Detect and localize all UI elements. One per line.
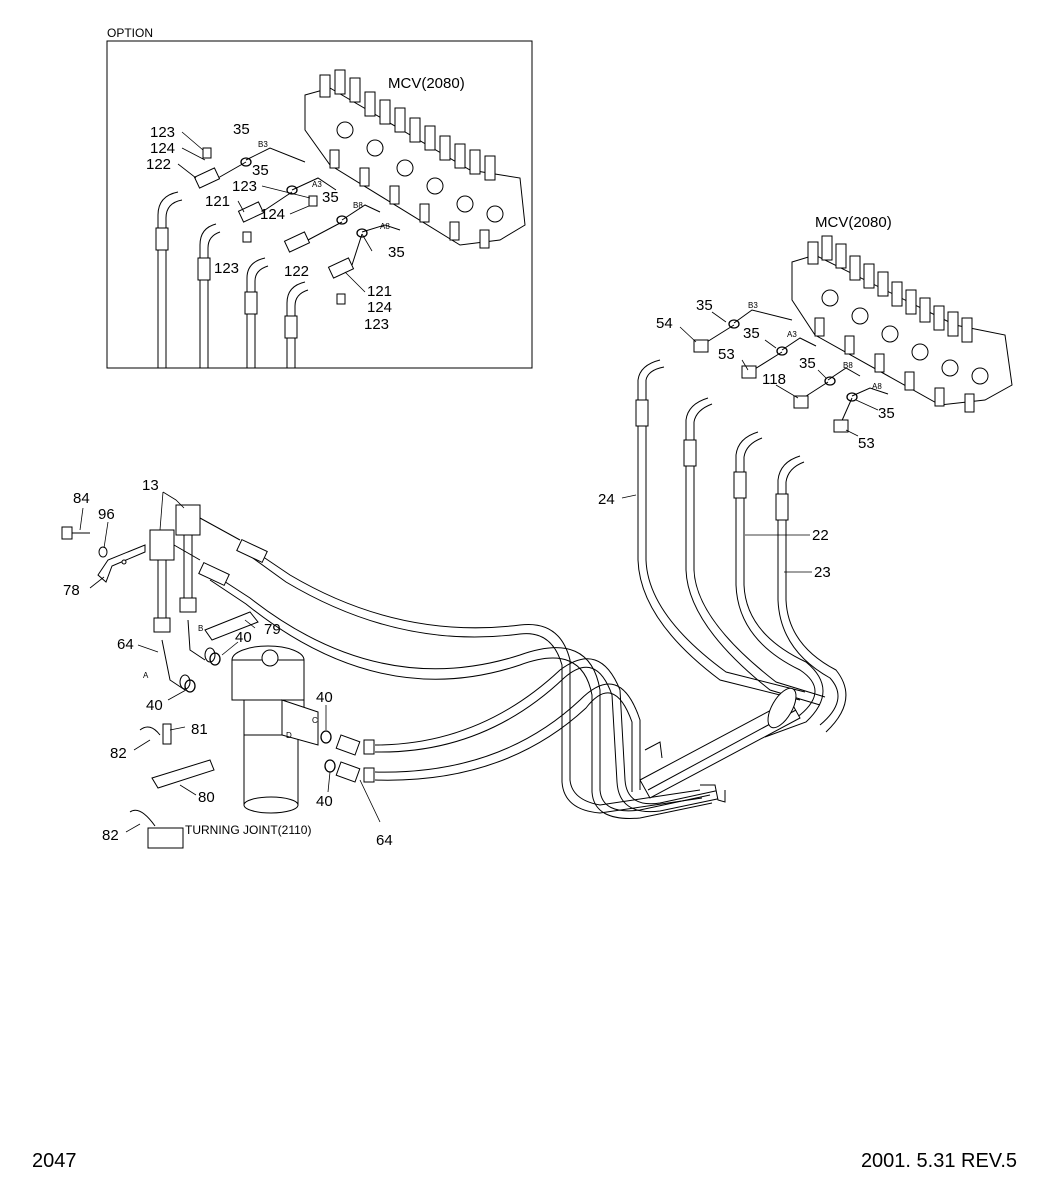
part-35-a: 35 xyxy=(233,121,250,138)
part-121-b: 121 xyxy=(367,283,392,300)
plate-79 xyxy=(204,611,259,641)
mcv-valve-main xyxy=(791,235,1013,413)
part-40-a: 40 xyxy=(235,629,252,646)
part-84: 84 xyxy=(73,490,90,507)
turning-joint xyxy=(231,645,319,814)
part-35-f: 35 xyxy=(743,325,760,342)
part-123-d: 123 xyxy=(364,316,389,333)
part-13: 13 xyxy=(142,477,159,494)
part-23: 23 xyxy=(814,564,831,581)
part-35-h: 35 xyxy=(878,405,895,422)
elbows-64-right xyxy=(335,734,375,783)
part-64-b: 64 xyxy=(376,832,393,849)
part-40-d: 40 xyxy=(316,793,333,810)
mcv-label-main: MCV(2080) xyxy=(815,214,892,231)
part-35-b: 35 xyxy=(252,162,269,179)
option-title: OPTION xyxy=(107,26,153,40)
part-96: 96 xyxy=(98,506,115,523)
inset-callout-leaders xyxy=(177,131,373,293)
bracket-78 xyxy=(97,544,146,583)
part-118: 118 xyxy=(762,371,786,388)
left-pipes xyxy=(149,504,241,691)
brackets-lower xyxy=(129,723,215,849)
part-123-b: 123 xyxy=(232,178,257,195)
option-inset: OPTION MCV(2080) xyxy=(106,26,533,369)
part-35-c: 35 xyxy=(322,189,339,206)
date-revision: 2001. 5.31 REV.5 xyxy=(860,1150,1017,1172)
port-a8-inset: A8 xyxy=(380,222,390,231)
port-d-label: D xyxy=(286,731,292,740)
part-35-d: 35 xyxy=(388,244,405,261)
part-80: 80 xyxy=(198,789,215,806)
part-35-e: 35 xyxy=(696,297,713,314)
part-53-b: 53 xyxy=(858,435,875,452)
port-b3-inset: B3 xyxy=(258,140,268,149)
mcv-label-inset: MCV(2080) xyxy=(388,75,465,92)
fittings-main xyxy=(693,339,849,433)
part-124-b: 124 xyxy=(260,206,285,223)
part-40-c: 40 xyxy=(316,689,333,706)
part-81: 81 xyxy=(191,721,208,738)
part-79: 79 xyxy=(264,621,281,638)
hoses-inset xyxy=(155,191,309,368)
part-82-a: 82 xyxy=(110,745,127,762)
port-a3-main: A3 xyxy=(787,330,797,339)
part-82-b: 82 xyxy=(102,827,119,844)
fittings-inset xyxy=(193,147,355,305)
port-b-label: B xyxy=(198,624,203,633)
part-123-a: 123 xyxy=(150,124,175,141)
part-54: 54 xyxy=(656,315,673,332)
mcv-valve-inset xyxy=(304,69,526,249)
part-122-a: 122 xyxy=(146,156,171,173)
inset-port-leaders xyxy=(217,147,401,266)
port-a-label: A xyxy=(143,671,149,680)
port-b8-main: B8 xyxy=(843,361,853,370)
part-22: 22 xyxy=(812,527,829,544)
port-a3-inset: A3 xyxy=(312,180,322,189)
main-hoses xyxy=(198,359,847,819)
hose-clamp-bracket xyxy=(639,687,801,803)
port-b3-main: B3 xyxy=(748,301,758,310)
part-35-g: 35 xyxy=(799,355,816,372)
port-c-label: C xyxy=(312,716,318,725)
port-b8-inset: B8 xyxy=(353,201,363,210)
washer-96 xyxy=(98,546,108,558)
port-a8-main: A8 xyxy=(872,382,882,391)
page-number: 2047 xyxy=(32,1150,77,1172)
bolt-84 xyxy=(61,526,90,540)
part-124-a: 124 xyxy=(150,140,175,157)
o-rings-main xyxy=(728,319,858,402)
o-rings-inset xyxy=(240,157,368,238)
part-40-b: 40 xyxy=(146,697,163,714)
main-callout-leaders xyxy=(79,311,879,833)
part-123-c: 123 xyxy=(214,260,239,277)
part-78: 78 xyxy=(63,582,80,599)
part-124-c: 124 xyxy=(367,299,392,316)
part-121-a: 121 xyxy=(205,193,230,210)
part-64-a: 64 xyxy=(117,636,134,653)
part-122-b: 122 xyxy=(284,263,309,280)
part-53-a: 53 xyxy=(718,346,735,363)
turning-joint-label: TURNING JOINT(2110) xyxy=(185,823,311,837)
part-24: 24 xyxy=(598,491,615,508)
